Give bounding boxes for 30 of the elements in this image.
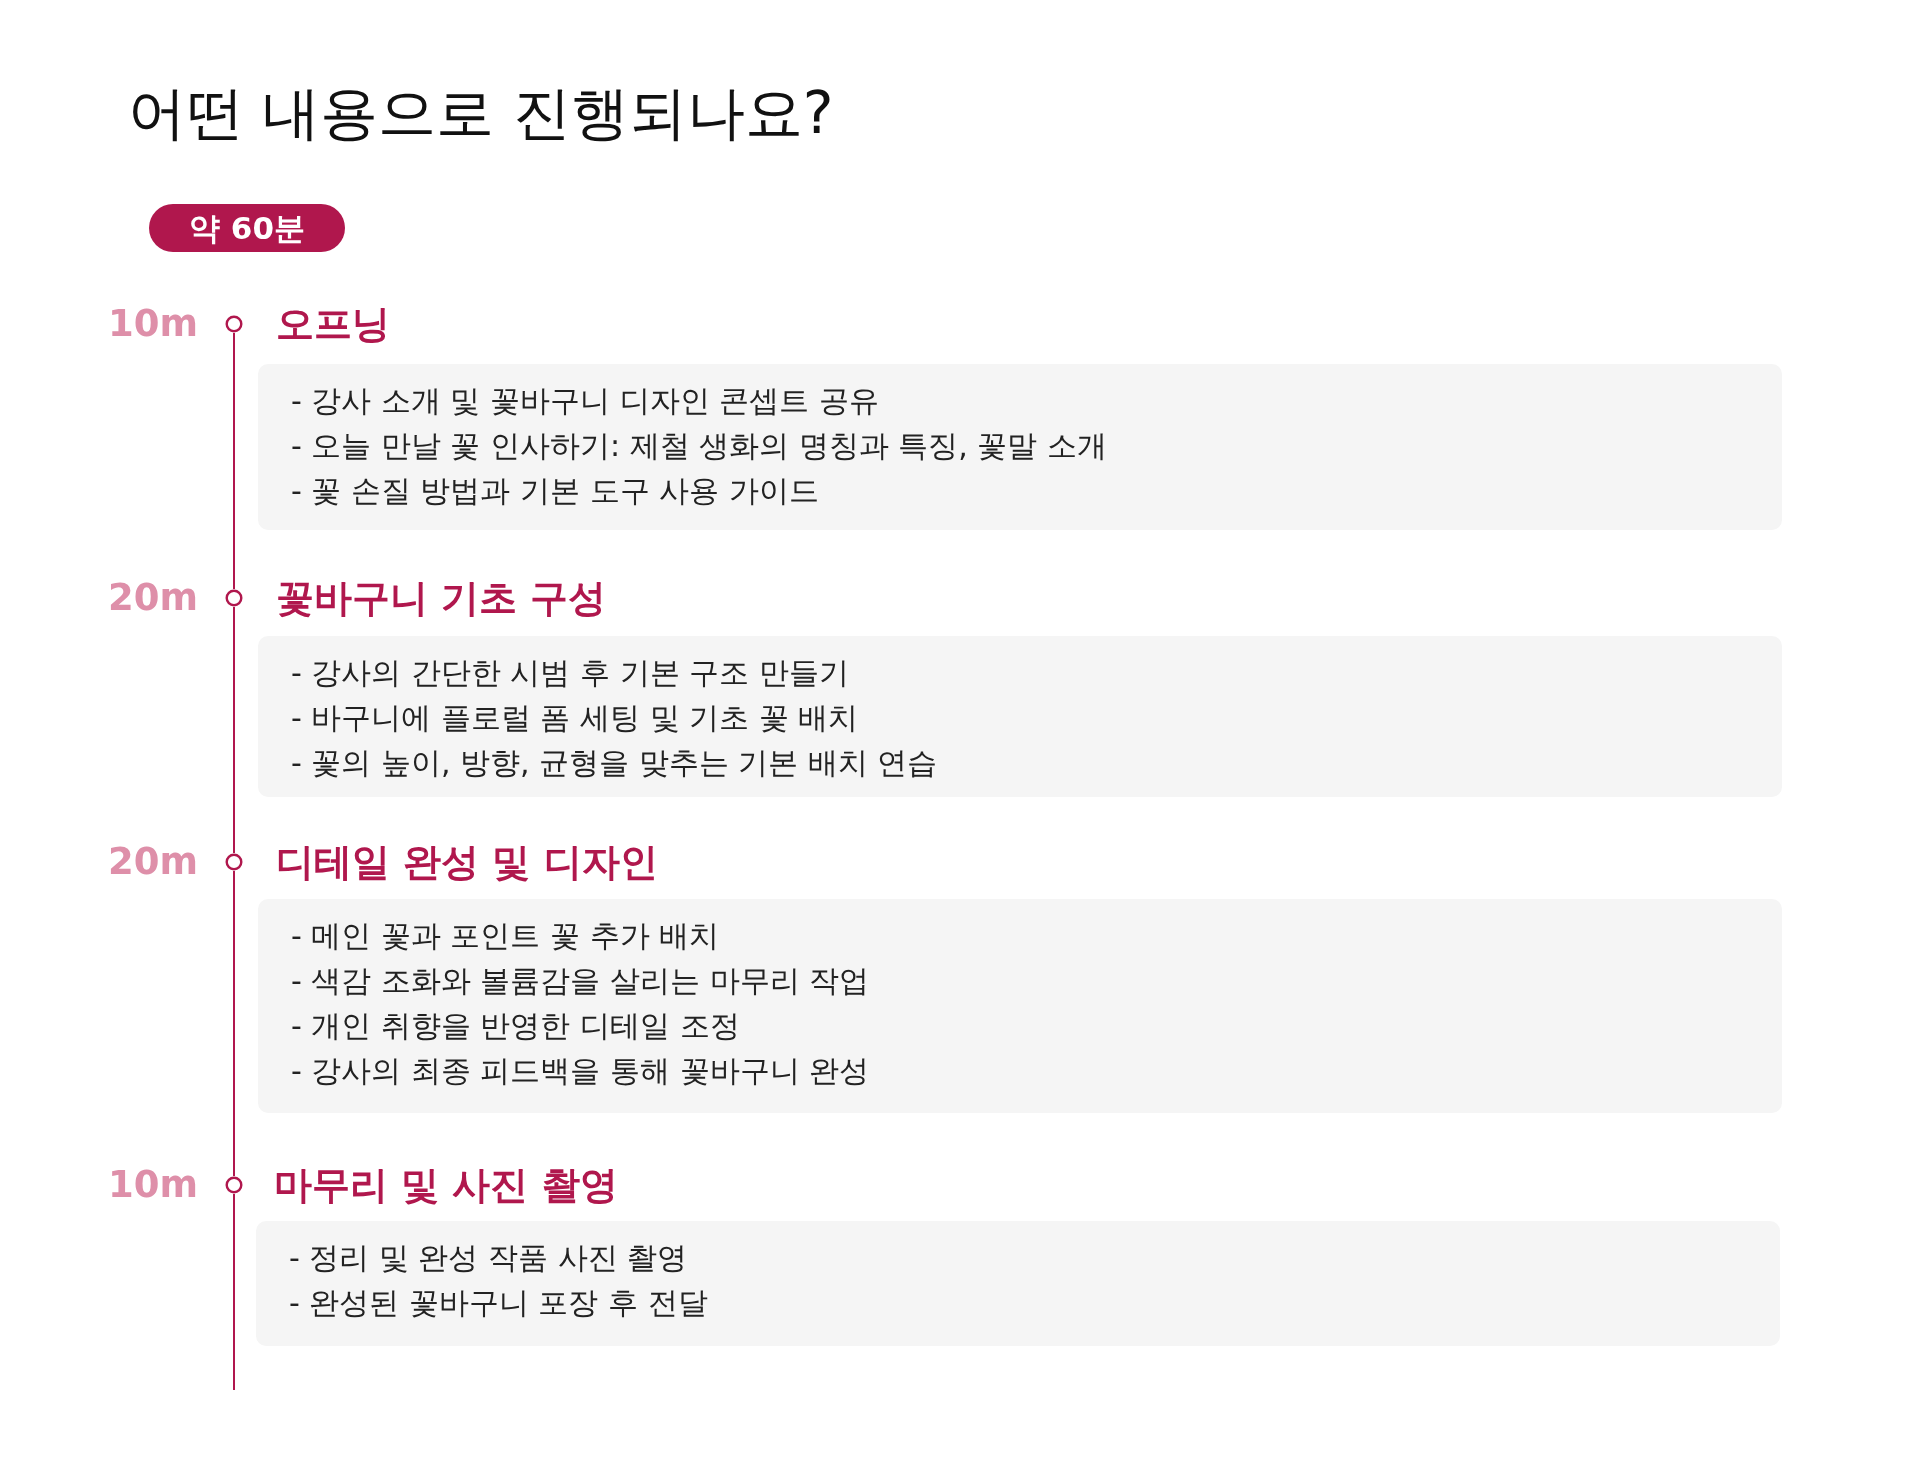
page-title: 어떤 내용으로 진행되나요? — [128, 78, 834, 149]
agenda-item: - 오늘 만날 꽃 인사하기: 제철 생화의 명칭과 특징, 꽃말 소개 — [291, 427, 1107, 465]
section-heading: 디테일 완성 및 디자인 — [276, 839, 658, 886]
duration-label: 20m — [106, 839, 198, 885]
timeline-ring-icon — [225, 853, 243, 871]
timeline-ring-icon — [225, 315, 243, 333]
agenda-item: - 색감 조화와 볼륨감을 살리는 마무리 작업 — [291, 962, 870, 1000]
total-time-badge: 약 60분 — [149, 204, 345, 252]
timeline-ring-icon — [225, 1176, 243, 1194]
agenda-item: - 정리 및 완성 작품 사진 촬영 — [289, 1239, 688, 1277]
section-heading: 오프닝 — [276, 301, 390, 348]
duration-label: 10m — [106, 1162, 198, 1208]
section-heading: 꽃바구니 기초 구성 — [276, 575, 607, 622]
agenda-item: - 강사의 최종 피드백을 통해 꽃바구니 완성 — [291, 1052, 870, 1090]
agenda-item: - 꽃의 높이, 방향, 균형을 맞추는 기본 배치 연습 — [291, 744, 938, 782]
timeline-line — [233, 606, 235, 854]
timeline-line — [233, 870, 235, 1177]
agenda-item: - 개인 취향을 반영한 디테일 조정 — [291, 1007, 740, 1045]
timeline-ring-icon — [225, 589, 243, 607]
agenda-item: - 강사 소개 및 꽃바구니 디자인 콘셉트 공유 — [291, 382, 879, 420]
agenda-item: - 강사의 간단한 시범 후 기본 구조 만들기 — [291, 654, 849, 692]
agenda-item: - 완성된 꽃바구니 포장 후 전달 — [289, 1284, 708, 1322]
duration-label: 10m — [106, 301, 198, 347]
timeline-line — [233, 1193, 235, 1391]
agenda-item: - 꽃 손질 방법과 기본 도구 사용 가이드 — [291, 472, 819, 510]
section-heading: 마무리 및 사진 촬영 — [274, 1162, 618, 1209]
agenda-item: - 메인 꽃과 포인트 꽃 추가 배치 — [291, 917, 720, 955]
timeline-line — [233, 332, 235, 590]
duration-label: 20m — [106, 575, 198, 621]
agenda-item: - 바구니에 플로럴 폼 세팅 및 기초 꽃 배치 — [291, 699, 859, 737]
